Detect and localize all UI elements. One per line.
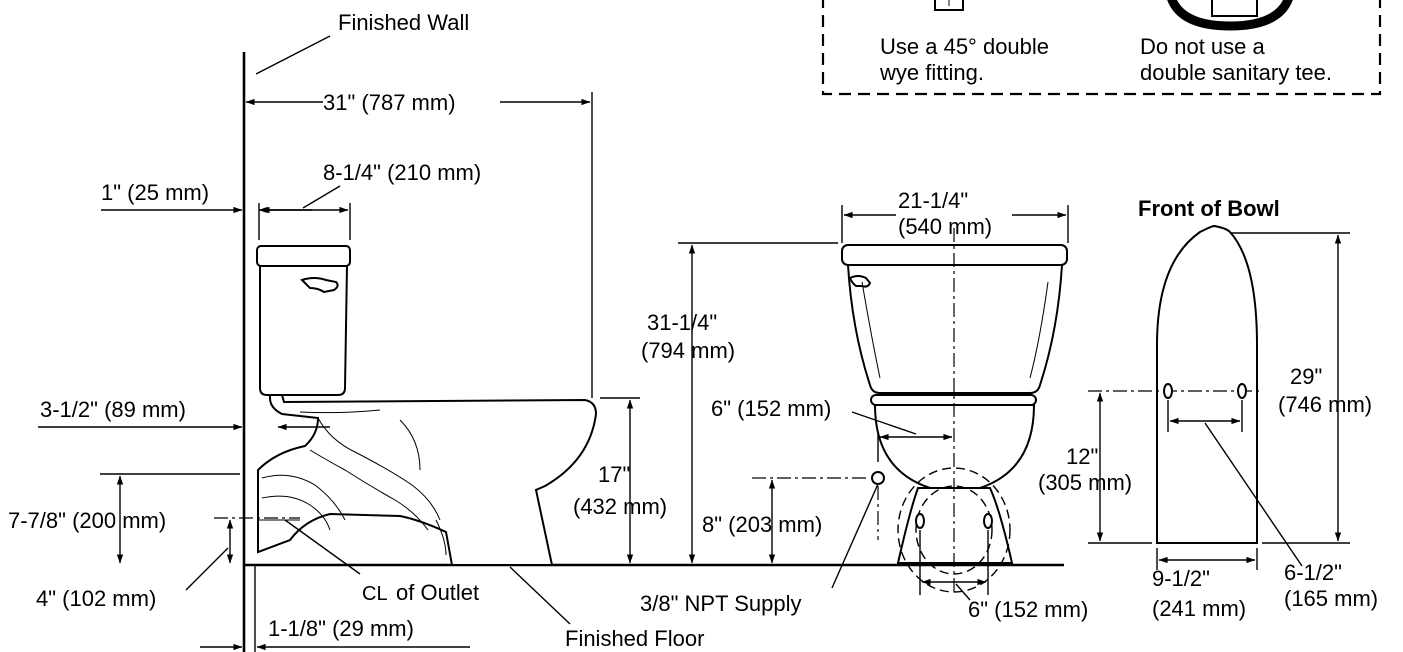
wall-to-supply-dim: 3-1/2" (89 mm) [40, 397, 186, 422]
prohibited-sanitary-tee-icon [1167, 0, 1293, 31]
outlet-centerline-label: of Outlet [396, 580, 479, 605]
outlet-height-dim: 7-7/8" (200 mm) [8, 508, 166, 533]
supply-height-dim: 8" (203 mm) [702, 512, 822, 537]
finished-wall-label: Finished Wall [338, 10, 469, 35]
front-tank-body [846, 264, 1064, 394]
fitting-prohibited-text-1: Do not use a [1140, 34, 1266, 59]
overall-depth-dim: 31" (787 mm) [323, 90, 456, 115]
hinge-hole-right [1237, 383, 1247, 399]
npt-supply-label: 3/8" NPT Supply [640, 591, 802, 616]
bowl-height-dim-1: 12" [1066, 444, 1098, 469]
hinge-hole-left [1163, 383, 1173, 399]
tank-lid [256, 245, 351, 267]
overall-height-dim-2: (794 mm) [641, 338, 735, 363]
bowl-length-dim-1: 29" [1290, 364, 1322, 389]
wye-fitting-icon [934, 0, 964, 11]
fitting-note-box: Use a 45° double wye fitting. Do not use… [821, 0, 1382, 96]
hinge-spacing-dim-1: 6-1/2" [1284, 560, 1342, 585]
toilet-side-silhouette [256, 245, 598, 566]
toilet-front-silhouette [841, 244, 1068, 593]
tank-width-dim-2: (540 mm) [898, 214, 992, 239]
front-pedestal [896, 487, 1014, 564]
bowl-view-title: Front of Bowl [1138, 196, 1280, 221]
hinge-spacing-dim-2: (165 mm) [1284, 586, 1378, 611]
floor-offset-dim: 4" (102 mm) [36, 586, 156, 611]
wall-to-tank-dim: 1" (25 mm) [101, 180, 209, 205]
rim-height-dim-2: (432 mm) [573, 494, 667, 519]
finished-floor-label: Finished Floor [565, 626, 704, 651]
bolt-spacing-dim: 6" (152 mm) [968, 597, 1088, 622]
supply-offset-dim: 6" (152 mm) [711, 396, 831, 421]
bowl-length-dim-2: (746 mm) [1278, 392, 1372, 417]
tank-body [259, 265, 349, 396]
front-view: 31-1/4" (794 mm) 21-1/4" (540 mm) 6" (15… [640, 188, 1132, 622]
flush-lever-icon [300, 277, 339, 294]
overall-height-dim-1: 31-1/4" [647, 310, 717, 335]
bowl-top-view: Front of Bowl 29" (746 mm) 6-1/2" (165 m… [1088, 196, 1378, 621]
outlet-setback-dim: 1-1/8" (29 mm) [268, 616, 414, 641]
centerline-symbol: CL [362, 583, 388, 605]
fitting-recommended-text-2: wye fitting. [879, 60, 984, 85]
tank-depth-dim: 8-1/4" (210 mm) [323, 160, 481, 185]
fitting-prohibited-text-2: double sanitary tee. [1140, 60, 1332, 85]
front-flush-lever-icon [848, 275, 872, 288]
bowl-width-dim-2: (241 mm) [1152, 596, 1246, 621]
side-view: Finished Wall 31" (787 mm) 8-1/4" (210 m… [8, 10, 1064, 652]
bowl-width-dim-1: 9-1/2" [1152, 566, 1210, 591]
supply-location-marker [871, 471, 885, 485]
rim-height-dim-1: 17" [598, 462, 630, 487]
fitting-recommended-text-1: Use a 45° double [880, 34, 1049, 59]
bowl-body [257, 394, 598, 566]
bowl-height-dim-2: (305 mm) [1038, 470, 1132, 495]
tank-width-dim-1: 21-1/4" [898, 188, 968, 213]
